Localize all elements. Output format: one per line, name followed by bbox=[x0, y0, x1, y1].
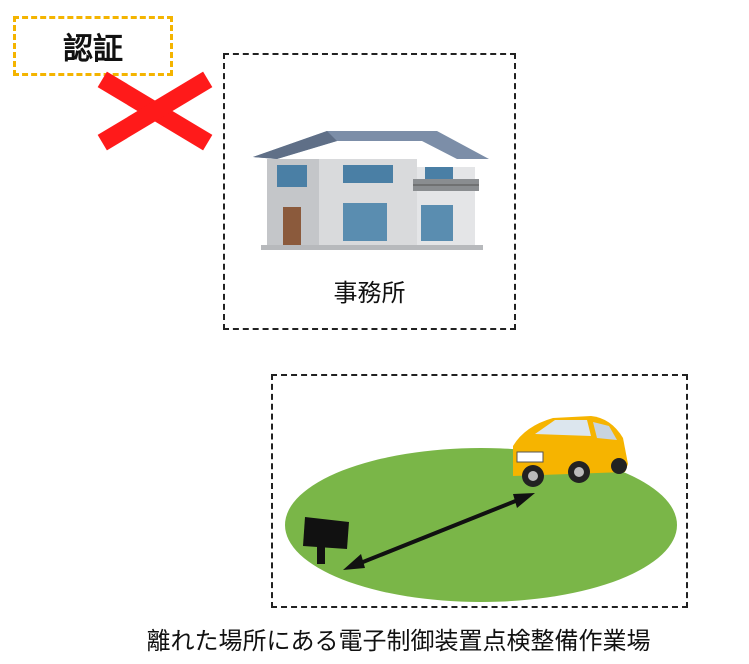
work-site-caption: 離れた場所にある電子制御装置点検整備作業場 bbox=[146, 627, 651, 655]
double-arrow-icon bbox=[343, 493, 535, 570]
work-site-box bbox=[271, 374, 688, 608]
car-icon bbox=[513, 416, 628, 487]
office-box: 事務所 bbox=[223, 53, 516, 330]
ground-area bbox=[285, 448, 677, 602]
office-label: 事務所 bbox=[333, 279, 406, 307]
certification-label: 認証 bbox=[63, 32, 123, 67]
red-x-icon bbox=[97, 71, 213, 151]
certification-label-box: 認証 bbox=[13, 16, 173, 76]
sign-icon bbox=[303, 517, 349, 564]
work-site-illustration bbox=[285, 416, 677, 602]
house-icon bbox=[253, 131, 489, 250]
